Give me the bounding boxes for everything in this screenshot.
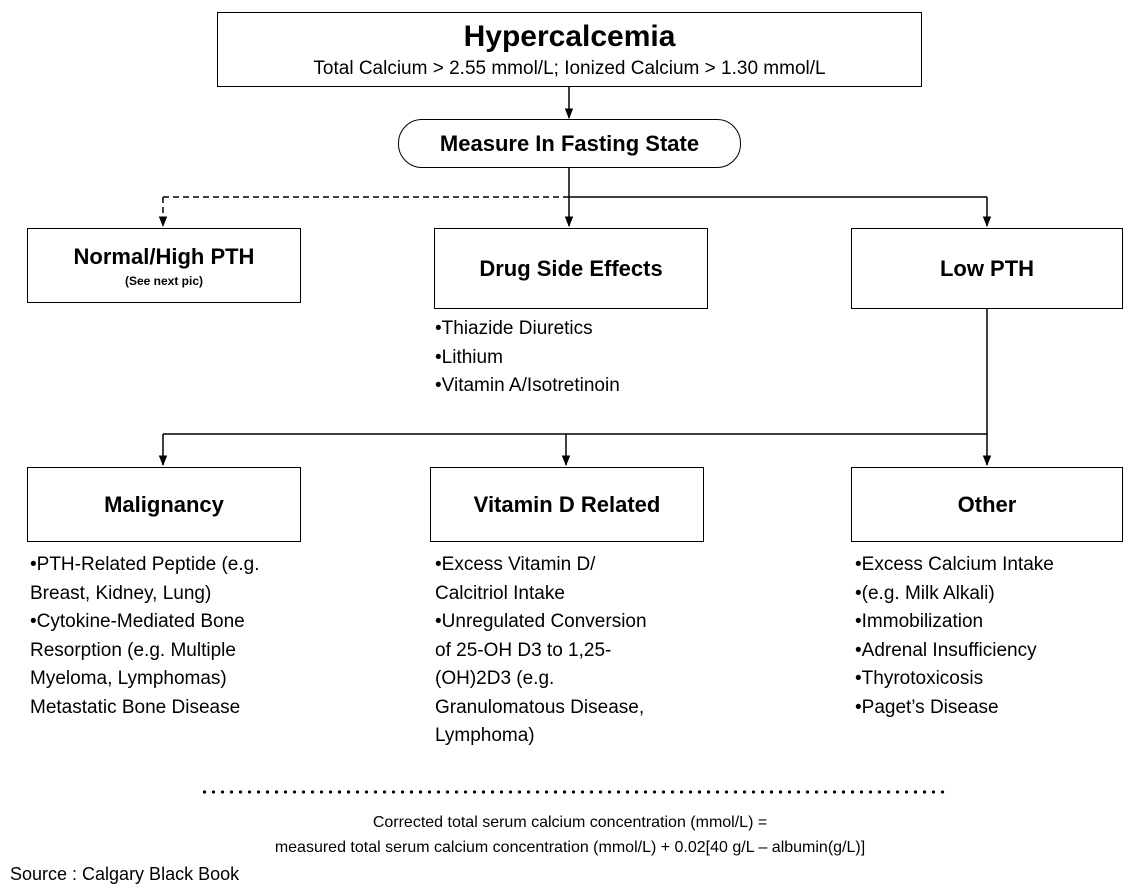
list-item: •PTH-Related Peptide (e.g. — [30, 554, 260, 575]
drug-side-effects-list: •Thiazide Diuretics •Lithium •Vitamin A/… — [435, 315, 620, 401]
measure-fasting-pill: Measure In Fasting State — [398, 119, 741, 168]
source-citation: Source : Calgary Black Book — [10, 864, 240, 884]
list-item: of 25-OH D3 to 1,25- — [435, 639, 612, 661]
list-item: •Adrenal Insufficiency — [855, 639, 1037, 661]
list-item: •Thiazide Diuretics — [435, 318, 593, 339]
normal-high-pth-box: Normal/High PTH (See next pic) — [27, 228, 301, 303]
other-box: Other — [851, 467, 1123, 542]
list-item: •Vitamin A/Isotretinoin — [435, 375, 620, 396]
list-item: •Thyrotoxicosis — [855, 668, 984, 689]
normal-high-pth-note: (See next pic) — [124, 273, 204, 288]
measure-fasting-label: Measure In Fasting State — [439, 130, 700, 156]
list-item: Metastatic Bone Disease — [30, 696, 241, 718]
malignancy-list: •PTH-Related Peptide (e.g. Breast, Kidne… — [30, 551, 259, 722]
vitamin-d-title: Vitamin D Related — [473, 491, 661, 517]
malignancy-box: Malignancy — [27, 467, 301, 542]
list-item: •Immobilization — [855, 611, 984, 632]
list-item: •Excess Vitamin D/ — [435, 554, 596, 575]
formula-line-1: Corrected total serum calcium concentrat… — [372, 814, 768, 831]
normal-high-pth-title: Normal/High PTH — [73, 243, 255, 269]
list-item: •Unregulated Conversion — [435, 611, 647, 632]
low-pth-box: Low PTH — [851, 228, 1123, 309]
hypercalcemia-criteria: Total Calcium > 2.55 mmol/L; Ionized Cal… — [313, 57, 826, 79]
other-title: Other — [957, 491, 1017, 517]
hypercalcemia-box: Hypercalcemia Total Calcium > 2.55 mmol/… — [217, 12, 922, 87]
malignancy-title: Malignancy — [104, 491, 224, 517]
other-list: •Excess Calcium Intake •(e.g. Milk Alkal… — [855, 551, 1054, 722]
list-item: •Paget’s Disease — [855, 696, 999, 718]
list-item: (OH)2D3 (e.g. — [435, 668, 555, 689]
hypercalcemia-title: Hypercalcemia — [463, 19, 676, 53]
list-item: Calcitriol Intake — [435, 582, 565, 604]
list-item: •Cytokine-Mediated Bone — [30, 611, 245, 632]
list-item: •Lithium — [435, 346, 503, 368]
drug-side-effects-box: Drug Side Effects — [434, 228, 708, 309]
low-pth-title: Low PTH — [939, 255, 1035, 281]
list-item: Resorption (e.g. Multiple — [30, 639, 236, 661]
list-item: Granulomatous Disease, — [435, 696, 645, 718]
dotted-separator — [200, 789, 948, 795]
list-item: Lymphoma) — [435, 725, 535, 746]
drug-side-effects-title: Drug Side Effects — [479, 255, 663, 281]
vitamin-d-list: •Excess Vitamin D/ Calcitriol Intake •Un… — [435, 551, 647, 751]
list-item: •(e.g. Milk Alkali) — [855, 582, 995, 604]
formula-line-2: measured total serum calcium concentrati… — [274, 839, 866, 856]
list-item: •Excess Calcium Intake — [855, 554, 1054, 575]
vitamin-d-box: Vitamin D Related — [430, 467, 704, 542]
list-item: Breast, Kidney, Lung) — [30, 582, 212, 604]
list-item: Myeloma, Lymphomas) — [30, 668, 227, 689]
